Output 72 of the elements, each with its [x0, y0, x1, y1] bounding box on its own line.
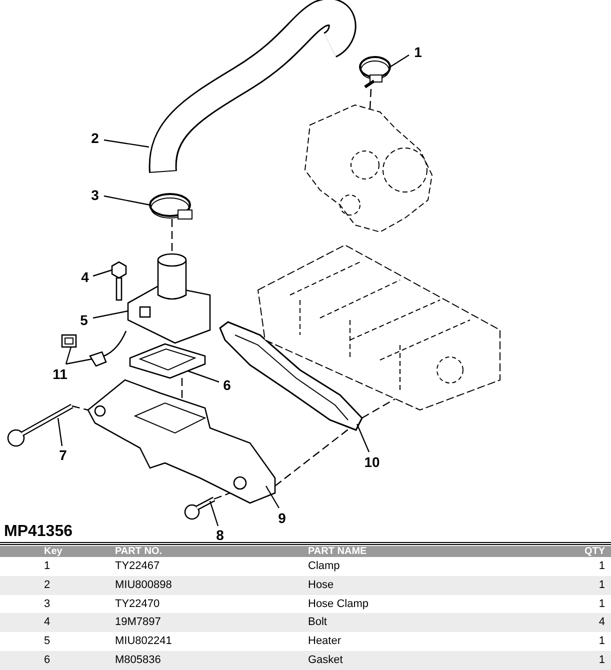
- callout-number: 6: [223, 377, 231, 393]
- leader-line: [104, 139, 150, 148]
- leader-line: [104, 195, 150, 206]
- water-pump-drawing: [304, 104, 433, 233]
- table-cell: Bolt: [308, 616, 327, 630]
- table-cell: M805836: [115, 654, 161, 667]
- alignment-line: [171, 219, 173, 254]
- table-cell: 1: [598, 560, 605, 573]
- table-cell: 3: [44, 598, 50, 611]
- bolt-drawing: [184, 496, 216, 520]
- leader-line: [209, 500, 219, 526]
- callout-number: 10: [364, 454, 380, 470]
- alignment-line: [72, 405, 88, 411]
- leader-line: [188, 370, 220, 383]
- callout-number: 1: [414, 44, 422, 60]
- callout-number: 4: [81, 269, 89, 285]
- connector-drawing: [61, 334, 77, 348]
- table-cell: Hose: [308, 578, 334, 592]
- leader-line: [92, 269, 112, 277]
- callout-number: 8: [216, 527, 224, 543]
- table-cell: 5: [44, 635, 50, 648]
- gasket-drawing: [129, 343, 206, 379]
- column-header: PART NO.: [115, 545, 162, 558]
- callout-number: 2: [91, 130, 99, 146]
- table-cell: 1: [598, 598, 605, 611]
- table-cell: MIU802241: [115, 635, 172, 648]
- bolt-drawing: [7, 404, 74, 447]
- hose-clamp-drawing: [149, 193, 192, 220]
- bolt-drawing: [111, 261, 127, 301]
- alignment-line: [214, 492, 230, 500]
- table-cell: 19M7897: [115, 616, 161, 630]
- gasket-drawing: [219, 321, 363, 431]
- table-cell: Heater: [308, 635, 342, 648]
- column-header: PART NAME: [308, 545, 367, 558]
- alignment-line: [274, 428, 350, 486]
- column-header: Key: [44, 545, 62, 558]
- leader-line: [390, 54, 410, 68]
- leader-line: [66, 358, 92, 365]
- alignment-line: [181, 378, 183, 400]
- table-cell: 4: [598, 616, 605, 630]
- leader-line: [265, 486, 280, 508]
- heater-drawing: [127, 253, 211, 344]
- table-cell: TY22470: [115, 598, 160, 611]
- callout-number: 7: [59, 447, 67, 463]
- table-cell: 1: [44, 560, 50, 573]
- leader-line: [356, 424, 370, 452]
- table-cell: TY22467: [115, 560, 160, 573]
- callout-number: 9: [278, 510, 286, 526]
- leader-line: [92, 310, 128, 319]
- callout-number: 3: [91, 187, 99, 203]
- table-cell: Clamp: [308, 560, 340, 573]
- sensor-drawing: [89, 330, 127, 367]
- table-cell: 4: [44, 616, 50, 630]
- callout-number: 5: [80, 312, 88, 328]
- hose-clamp-drawing: [359, 56, 391, 88]
- column-header: QTY: [584, 545, 605, 558]
- alignment-line: [369, 88, 372, 110]
- table-cell: 2: [44, 578, 50, 592]
- table-cell: 6: [44, 654, 50, 667]
- table-cell: 1: [598, 635, 605, 648]
- table-cell: 1: [598, 654, 605, 667]
- table-cell: Gasket: [308, 654, 343, 667]
- leader-line: [65, 346, 72, 364]
- drawing-number: MP41356: [4, 523, 72, 541]
- callout-number: 11: [52, 366, 68, 382]
- table-cell: MIU800898: [115, 578, 172, 592]
- hose-drawing: [148, 0, 356, 172]
- table-cell: 1: [598, 578, 605, 592]
- table-cell: Hose Clamp: [308, 598, 369, 611]
- leader-line: [57, 418, 63, 446]
- cylinder-head-drawing: [257, 244, 500, 411]
- alignment-line: [362, 398, 396, 419]
